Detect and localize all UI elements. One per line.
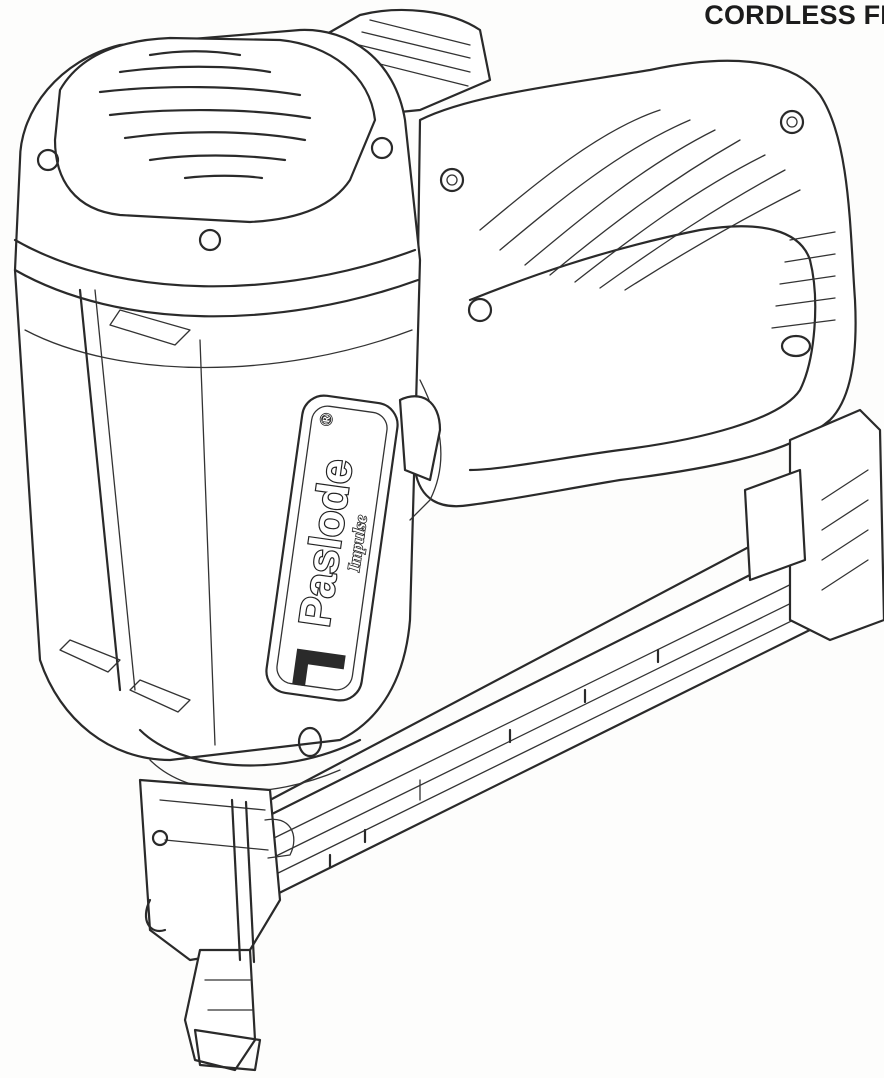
depth-adjust: [264, 818, 295, 859]
top-cap-rib: [369, 19, 471, 46]
vent-slot: [183, 174, 264, 180]
body-seam: [199, 339, 216, 746]
grip-rib: [479, 109, 661, 231]
brand-logo-mark: ®: [316, 412, 337, 428]
drive-rod: [230, 798, 242, 962]
grip-rib: [574, 154, 766, 283]
side-clip: [59, 639, 121, 673]
logo-plate-border: [265, 394, 399, 702]
grip-rib: [624, 189, 801, 291]
magazine-rail-line: [269, 569, 821, 841]
vent-cap: [53, 36, 377, 224]
vent-slot: [98, 85, 302, 97]
nose-screw: [151, 829, 169, 847]
nose-detail: [164, 839, 269, 851]
logo-plate: Paslode Impulse ®: [265, 394, 399, 702]
trigger: [398, 395, 442, 482]
grip-rib: [549, 139, 741, 276]
nose-detail: [159, 799, 266, 811]
trigger-group: [398, 379, 442, 521]
side-clip: [109, 309, 191, 346]
grip-rib: [524, 129, 716, 266]
vent-slot: [123, 131, 307, 142]
nose-tip: [193, 1028, 262, 1072]
magazine-rail-top: [268, 518, 802, 802]
rear-screw: [779, 109, 805, 135]
rear-button: [780, 334, 812, 358]
nose-group: [138, 778, 295, 1072]
nose-bracket: [144, 898, 167, 933]
end-cap-groove: [821, 559, 869, 591]
handle-group: [413, 59, 857, 508]
page-title: CORDLESS FI: [704, 0, 884, 30]
cap-screw: [198, 228, 222, 252]
trigger-pivot: [467, 297, 493, 323]
cap-screw: [36, 148, 60, 172]
rear-vent: [784, 253, 836, 263]
rear-vent: [779, 275, 836, 285]
grip-rib: [599, 169, 786, 289]
vent-slot: [118, 65, 272, 74]
cap-screw: [370, 136, 394, 160]
body-skirt: [138, 728, 362, 767]
drive-rod: [244, 800, 256, 964]
top-cap-rib: [354, 43, 471, 73]
magazine-end-cap: [788, 408, 884, 642]
logo-plate-inner: [276, 405, 388, 691]
vent-slot: [108, 108, 312, 120]
handle-screw-inner: [446, 174, 458, 186]
grip-rib: [499, 119, 691, 251]
rear-screw-inner: [786, 116, 798, 128]
magazine-rail-line: [267, 587, 823, 861]
top-cap-rib: [361, 31, 471, 59]
rear-vent: [789, 231, 836, 241]
brand-logo-symbol: [292, 648, 346, 687]
magazine-rail-line: [267, 603, 827, 879]
vent-slot: [148, 154, 287, 162]
body-seam: [94, 289, 136, 691]
side-clip: [129, 679, 191, 713]
trigger-guard: [409, 379, 442, 521]
end-cap-groove: [821, 529, 869, 561]
body-band: [13, 268, 420, 318]
magazine-group: [258, 408, 884, 902]
neck-screw: [297, 726, 323, 758]
rear-vent: [771, 319, 836, 329]
rear-vent: [775, 297, 836, 307]
body-band: [13, 238, 417, 288]
end-cap-groove: [821, 499, 869, 531]
vent-slot: [148, 50, 242, 57]
body-band: [24, 329, 413, 369]
handle-inner-outline: [468, 225, 817, 472]
end-cap-groove: [821, 469, 869, 501]
body-seam: [78, 288, 122, 692]
handle-screw: [439, 167, 465, 193]
nose-housing: [138, 778, 282, 962]
magazine-latch: [743, 468, 807, 582]
